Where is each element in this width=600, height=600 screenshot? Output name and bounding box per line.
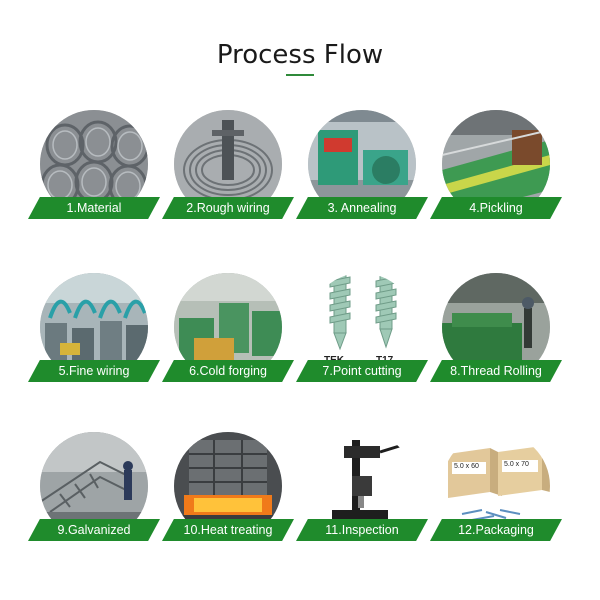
step-10: 10.Heat treating	[162, 432, 294, 562]
step-label: 7.Point cutting	[296, 360, 428, 382]
page-title: Process Flow	[216, 40, 384, 70]
step-9: 9.Galvanized	[28, 432, 160, 562]
step-4: 4.Pickling	[430, 110, 562, 240]
step-label: 5.Fine wiring	[28, 360, 160, 382]
step-label: 4.Pickling	[430, 197, 562, 219]
step-label: 9.Galvanized	[28, 519, 160, 541]
box-label-right: 5.0 x 70	[504, 461, 529, 468]
step-6: 6.Cold forging	[162, 273, 294, 403]
step-3: 3. Annealing	[296, 110, 428, 240]
step-label: 8.Thread Rolling	[430, 360, 562, 382]
step-label: 12.Packaging	[430, 519, 562, 541]
step-12: 5.0 x 60 5.0 x 70 12.Packaging	[430, 432, 562, 562]
step-2: 2.Rough wiring	[162, 110, 294, 240]
step-label: 2.Rough wiring	[162, 197, 294, 219]
step-7: TEK T17 7.Point cutting	[296, 273, 428, 403]
step-11: 11.Inspection	[296, 432, 428, 562]
step-label: 3. Annealing	[296, 197, 428, 219]
step-5: 5.Fine wiring	[28, 273, 160, 403]
step-label: 11.Inspection	[296, 519, 428, 541]
step-label: 10.Heat treating	[162, 519, 294, 541]
box-label-left: 5.0 x 60	[454, 463, 479, 470]
step-label: 1.Material	[28, 197, 160, 219]
wire-coils-photo	[40, 110, 148, 218]
fine-wiring-machines-photo	[40, 273, 148, 381]
title-underline	[286, 74, 314, 76]
step-label: 6.Cold forging	[162, 360, 294, 382]
step-1: 1.Material	[28, 110, 160, 240]
step-8: 8.Thread Rolling	[430, 273, 562, 403]
